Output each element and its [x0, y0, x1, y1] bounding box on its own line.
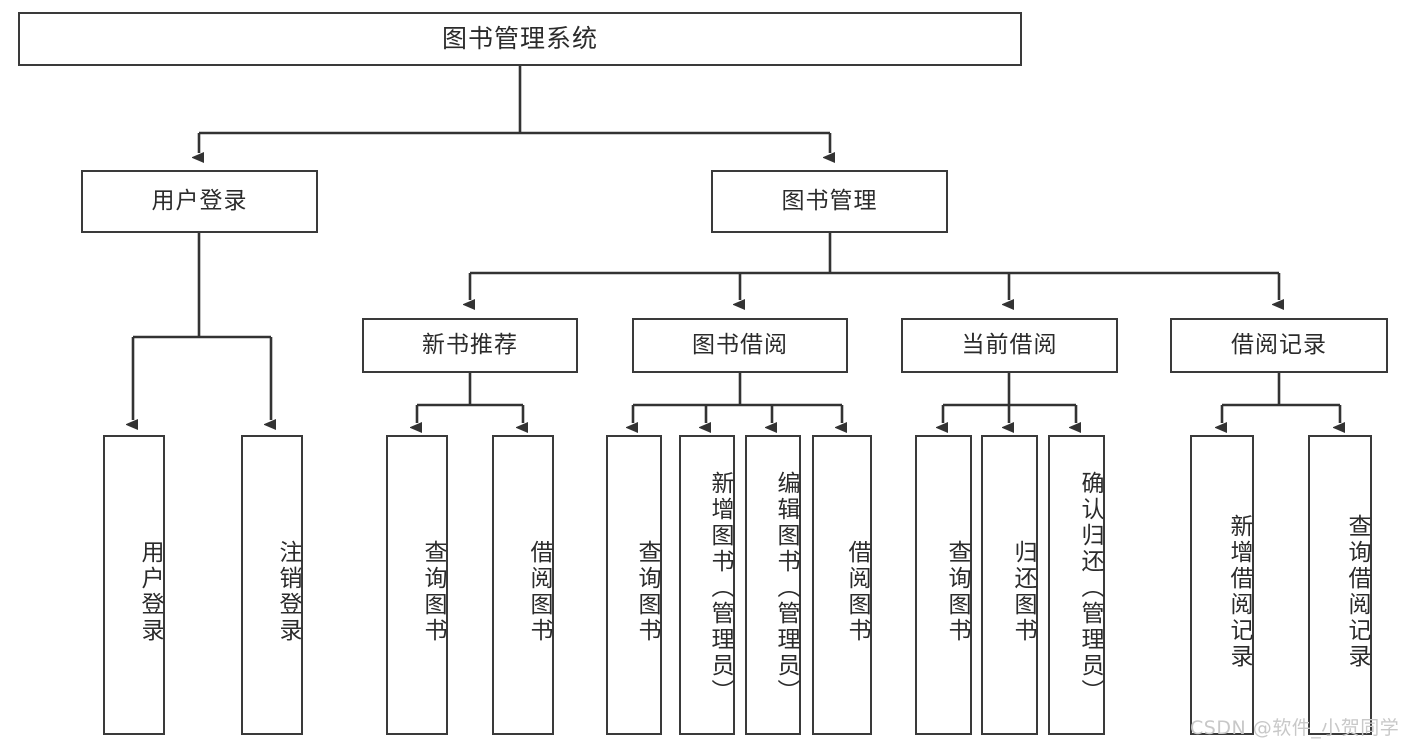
csdn-watermark: CSDN @软件_小贺同学 — [1190, 717, 1400, 739]
node-root-system[interactable]: 图书管理系统 — [18, 12, 1022, 66]
leaf-borrow-query-book[interactable]: 查询图书 — [606, 435, 662, 735]
leaf-borrow-lend-book[interactable]: 借阅图书 — [812, 435, 872, 735]
node-book-management[interactable]: 图书管理 — [711, 170, 948, 233]
leaf-record-query-borrow-record[interactable]: 查询借阅记录 — [1308, 435, 1372, 735]
leaf-current-query-book[interactable]: 查询图书 — [915, 435, 972, 735]
leaf-current-confirm-return-admin[interactable]: 确认归还（管理员） — [1048, 435, 1105, 735]
node-user-login[interactable]: 用户登录 — [81, 170, 318, 233]
leaf-logout[interactable]: 注销登录 — [241, 435, 303, 735]
node-new-book-recommend[interactable]: 新书推荐 — [362, 318, 578, 373]
leaf-borrow-add-book-admin[interactable]: 新增图书（管理员） — [679, 435, 735, 735]
leaf-record-add-borrow-record[interactable]: 新增借阅记录 — [1190, 435, 1254, 735]
node-borrow-record[interactable]: 借阅记录 — [1170, 318, 1388, 373]
leaf-borrow-edit-book-admin[interactable]: 编辑图书（管理员） — [745, 435, 801, 735]
leaf-user-login[interactable]: 用户登录 — [103, 435, 165, 735]
node-current-borrow[interactable]: 当前借阅 — [901, 318, 1118, 373]
leaf-recommend-borrow-book[interactable]: 借阅图书 — [492, 435, 554, 735]
leaf-current-return-book[interactable]: 归还图书 — [981, 435, 1038, 735]
node-book-borrow[interactable]: 图书借阅 — [632, 318, 848, 373]
leaf-recommend-query-book[interactable]: 查询图书 — [386, 435, 448, 735]
